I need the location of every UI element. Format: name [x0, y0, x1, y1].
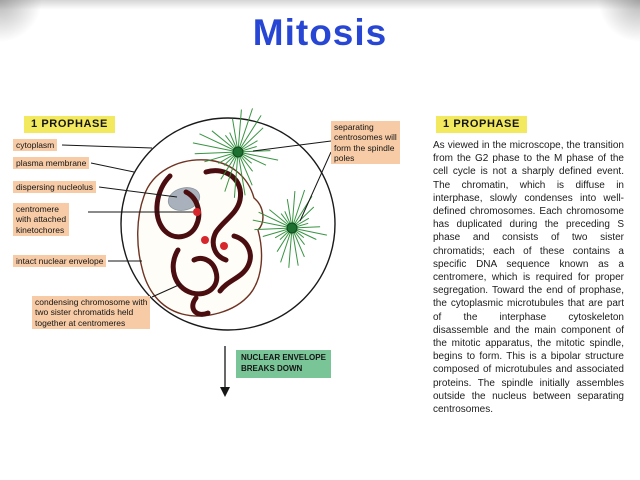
label-dispersing-nucleolus: dispersing nucleolus	[13, 181, 97, 194]
slide-title: Mitosis	[252, 12, 388, 53]
label-separating-centrosomes: separating centrosomes will form the spi…	[331, 121, 400, 165]
centrosome-right	[286, 222, 298, 234]
phase-number-box: 1 PROPHASE	[24, 116, 115, 134]
condensing-chromosomes	[154, 168, 253, 317]
prophase-description-text: As viewed in the microscope, the transit…	[433, 140, 624, 416]
centromere-dots	[193, 208, 228, 250]
nuclear-envelope-breaks-down-box: NUCLEAR ENVELOPE BREAKS DOWN	[236, 350, 331, 378]
label-connector-lines	[61, 140, 332, 298]
label-plasma-membrane: plasma membrane	[13, 157, 90, 170]
label-cytoplasm: cytoplasm	[13, 139, 58, 152]
centrosome-top	[232, 146, 244, 158]
next-phase-arrow	[220, 346, 230, 397]
label-intact-nuclear-envelope: intact nuclear envelope	[13, 255, 107, 268]
label-condensing-chromosome: condensing chromosome with two sister ch…	[32, 296, 151, 330]
label-centromere-kinetochores: centromere with attached kinetochores	[13, 203, 70, 237]
panel-heading-prophase: 1 PROPHASE	[436, 116, 527, 134]
